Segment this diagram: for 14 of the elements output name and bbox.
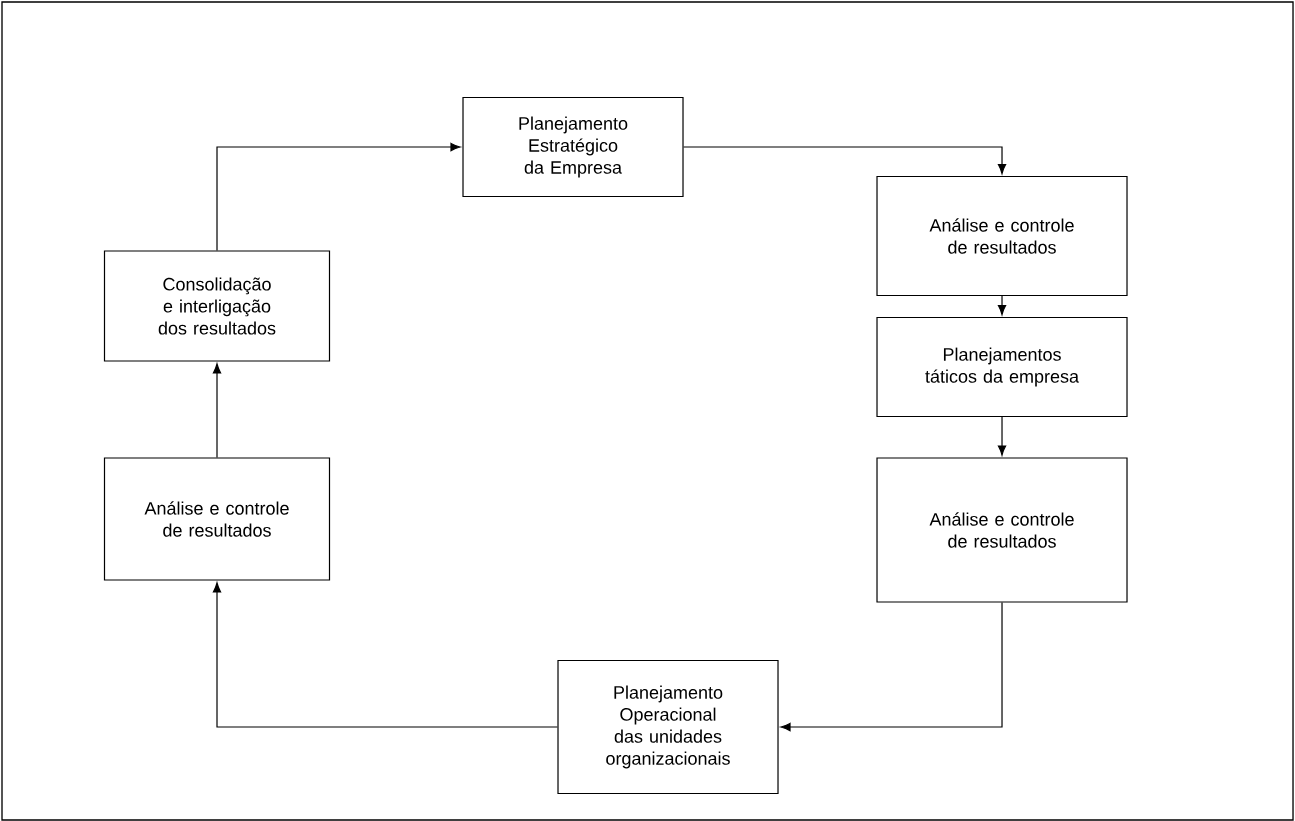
- process-box: Análise e controle de resultados: [103, 457, 331, 581]
- process-box: Planejamentos táticos da empresa: [876, 316, 1128, 418]
- process-box: Planejamento Estratégico da Empresa: [462, 96, 684, 198]
- arrow: [216, 142, 461, 251]
- process-box: Análise e controle de resultados: [876, 457, 1128, 603]
- arrow: [997, 295, 1007, 316]
- process-box: Consolidação e interligação dos resultados: [103, 250, 331, 362]
- arrow: [780, 602, 1003, 732]
- arrow: [997, 416, 1007, 456]
- process-box: Análise e controle de resultados: [876, 175, 1128, 297]
- process-box: Planejamento Operacional das unidades organizacionais: [557, 659, 779, 795]
- arrow: [212, 582, 558, 728]
- arrow: [212, 363, 222, 458]
- arrow: [683, 146, 1007, 175]
